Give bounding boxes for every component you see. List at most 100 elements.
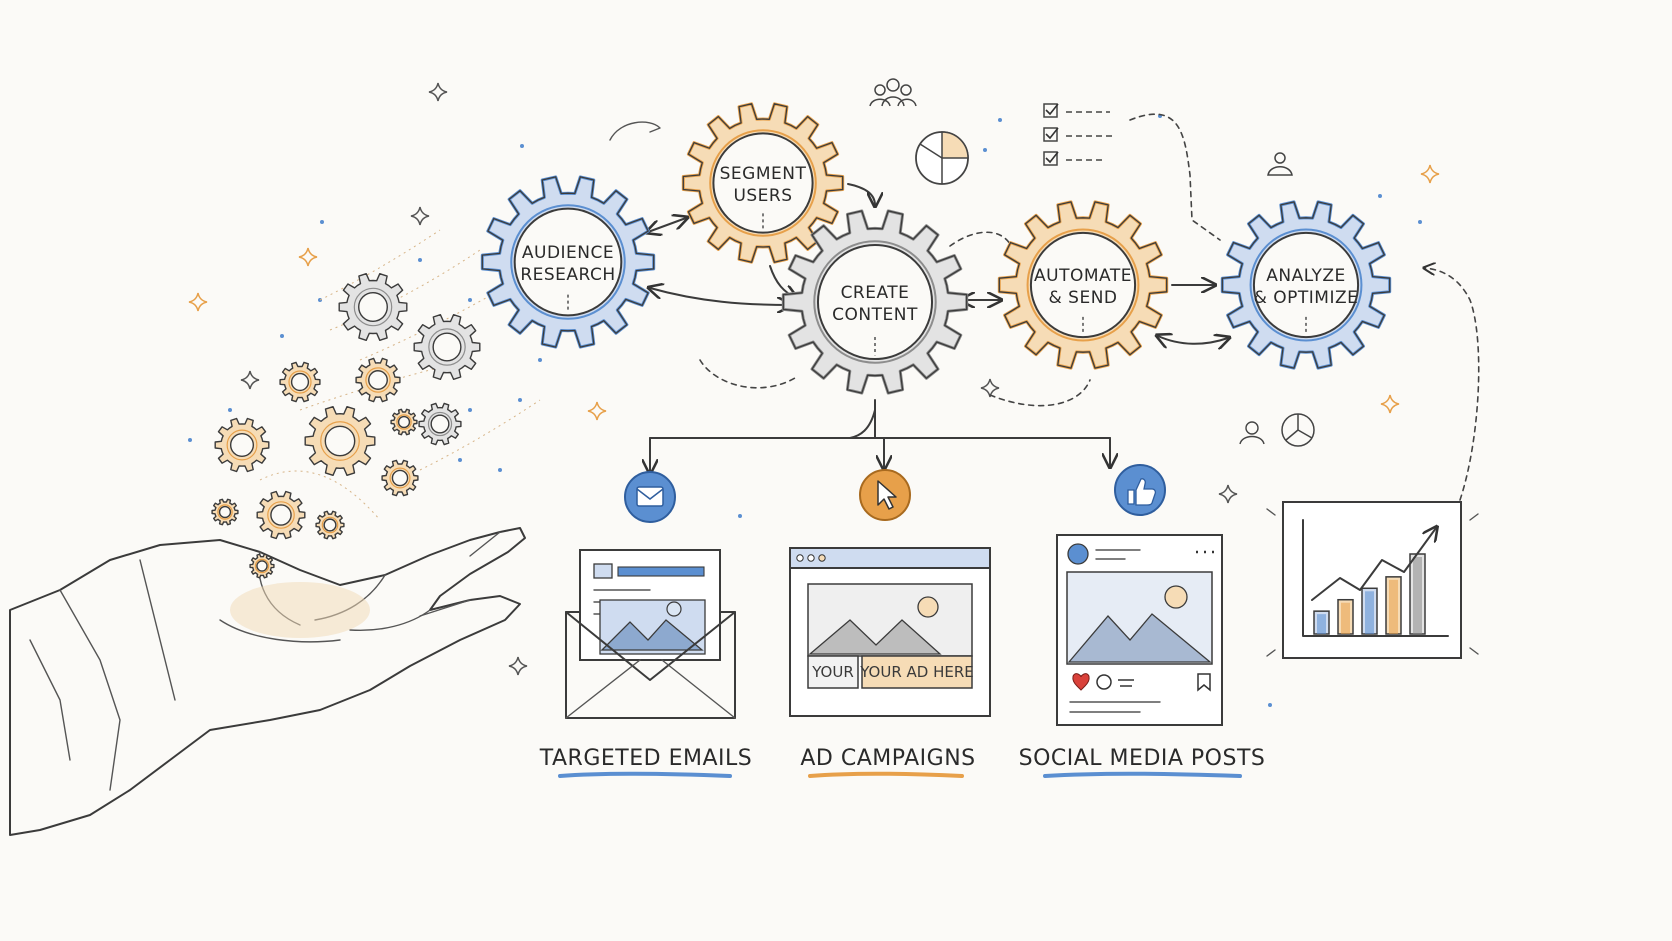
sparkle-icon — [1420, 164, 1440, 184]
speck — [498, 468, 502, 472]
sparkle-icon — [980, 378, 1000, 398]
comment-icon — [1096, 674, 1112, 690]
sparkle-icon — [1218, 484, 1238, 504]
speck — [418, 258, 422, 262]
thumbs-up-icon-badge — [1114, 464, 1166, 516]
small-gear — [390, 408, 418, 436]
speck — [1378, 194, 1382, 198]
sparkle-icon — [240, 370, 260, 390]
swirl-arrow-icon — [609, 121, 661, 141]
small-gears-cluster — [211, 273, 481, 579]
speck — [1268, 703, 1272, 707]
chart-bar-fill — [1365, 591, 1374, 634]
chart-bar-fill — [1341, 602, 1350, 634]
checklist-icon — [1043, 103, 1112, 166]
speck — [228, 408, 232, 412]
small-gear — [249, 553, 275, 579]
gear-label-audience-research-line1: AUDIENCE — [522, 243, 614, 263]
gear-label-create-content-line1: CREATE — [841, 283, 910, 303]
flow-trail — [259, 470, 381, 521]
cursor-icon-badge — [859, 469, 911, 521]
ad-banner — [861, 655, 973, 689]
sparkle-icon — [508, 656, 528, 676]
caption-social-media-posts: SOCIAL MEDIA POSTS — [1019, 746, 1266, 771]
gear-analyze-optimize: ANALYZE& OPTIMIZE — [1220, 200, 1392, 370]
speck — [738, 514, 742, 518]
gear-label-analyze-optimize-line2: & OPTIMIZE — [1254, 288, 1359, 308]
speck — [320, 220, 324, 224]
ad-browser-illustration: YOUR YOUR AD HERE — [789, 547, 991, 717]
envelope-icon-badge — [624, 471, 676, 523]
gear-label-segment-users-line1: SEGMENT — [720, 164, 807, 184]
pie-chart-icon — [915, 131, 969, 185]
chart-bar-fill — [1389, 579, 1398, 634]
chart-bar-fill — [1317, 614, 1326, 634]
ad-left-text: YOUR — [811, 663, 854, 681]
speck — [458, 458, 462, 462]
ad-left-box — [807, 655, 859, 689]
speck — [518, 398, 522, 402]
envelope-icon — [636, 486, 664, 507]
gear-label-create-content-line2: CONTENT — [832, 305, 918, 325]
gear-label-audience-research-line2: RESEARCH — [520, 265, 615, 285]
pie-chart-small-icon — [1281, 413, 1315, 447]
cursor-icon — [877, 480, 897, 510]
speck — [538, 358, 542, 362]
small-gear — [381, 459, 419, 497]
users-icon — [1267, 152, 1293, 176]
channel-captions: TARGETED EMAILS AD CAMPAIGNS SOCIAL MEDI… — [539, 746, 1266, 778]
sparkle-icon — [1380, 394, 1400, 414]
gear-label-analyze-optimize-line1: ANALYZE — [1266, 266, 1345, 286]
analytics-chart-card — [1266, 501, 1479, 659]
small-gear — [211, 498, 239, 526]
caption-targeted-emails: TARGETED EMAILS — [539, 746, 752, 771]
people-small-icon — [1239, 421, 1265, 445]
share-icon — [1118, 679, 1134, 687]
gear-label-automate-send-line2: & SEND — [1049, 288, 1118, 308]
email-illustration — [565, 549, 736, 719]
small-gear — [279, 361, 321, 403]
process-gears: AUDIENCERESEARCHSEGMENTUSERSCREATECONTEN… — [480, 102, 1392, 395]
speck — [998, 118, 1002, 122]
sparkle-icon — [587, 401, 607, 421]
small-gear — [214, 417, 270, 473]
speck — [983, 148, 987, 152]
channel-branch-lines — [650, 399, 1110, 472]
sparkle-icon — [298, 247, 318, 267]
chart-bar-fill — [1413, 557, 1422, 634]
small-gear — [418, 402, 462, 446]
speck — [188, 438, 192, 442]
people-group-icon — [869, 78, 917, 107]
floating-icons — [609, 78, 1315, 447]
gear-automate-send: AUTOMATE& SEND — [997, 200, 1169, 370]
gear-connectors — [648, 113, 1480, 656]
bookmark-icon — [1197, 673, 1211, 692]
speck — [520, 144, 524, 148]
chart-bars — [1313, 553, 1426, 635]
small-gear — [256, 490, 306, 540]
speck — [468, 408, 472, 412]
speck — [280, 334, 284, 338]
social-post-illustration — [1056, 534, 1223, 726]
sparkle-icon — [188, 292, 208, 312]
ad-banner-text: YOUR AD HERE — [859, 663, 974, 681]
sparkle-icon — [410, 206, 430, 226]
gear-label-segment-users-line2: USERS — [733, 186, 792, 206]
small-gear — [355, 357, 401, 403]
speck — [468, 298, 472, 302]
flow-trail — [359, 289, 501, 361]
heart-icon — [1072, 673, 1090, 691]
thumbs-up-icon — [1127, 478, 1157, 506]
avatar — [1067, 543, 1089, 565]
small-gear — [315, 510, 345, 540]
small-gear — [338, 273, 408, 341]
gear-label-automate-send-line1: AUTOMATE — [1034, 266, 1132, 286]
small-gear — [304, 406, 376, 476]
small-gear — [413, 314, 481, 380]
sparkle-icon — [428, 82, 448, 102]
